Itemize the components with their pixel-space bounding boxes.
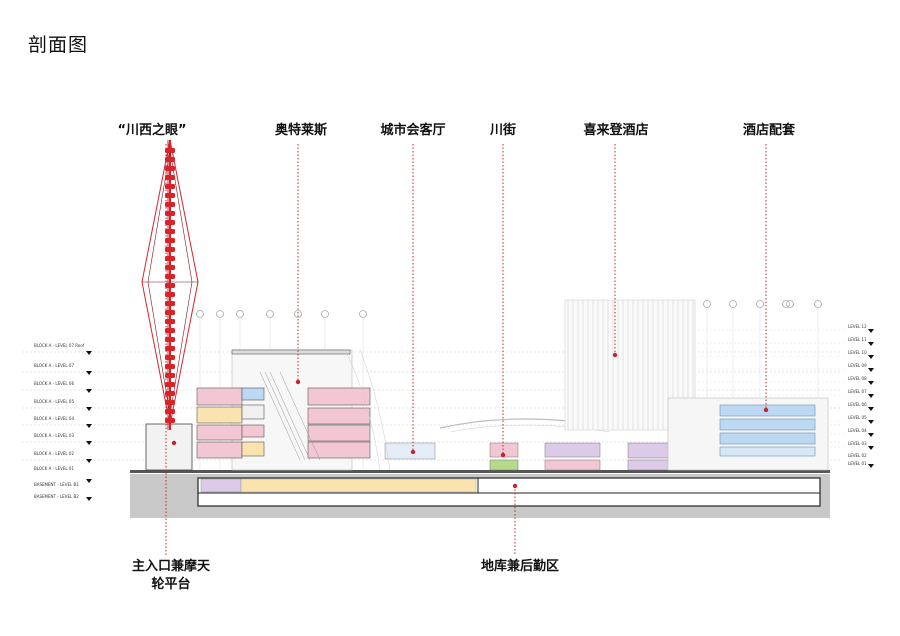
ferris-cabin — [165, 337, 175, 342]
level-label-a02: BLOCK A - LEVEL 02 — [34, 451, 74, 456]
ferris-cabin — [165, 175, 175, 180]
ferris-cabin — [165, 409, 175, 414]
leader-lines — [165, 144, 769, 555]
ferris-cabin — [165, 184, 175, 189]
level-label-a04: BLOCK A - LEVEL 04 — [34, 416, 74, 421]
right-level-02: LEVEL 02 — [848, 453, 867, 458]
ground-line — [130, 470, 830, 473]
ferris-cabin — [165, 400, 175, 405]
level-label-a07: BLOCK A - LEVEL 07 — [34, 363, 74, 368]
right-level-06: LEVEL 06 — [848, 402, 867, 407]
callout-main-entrance: 主入口兼摩天 轮平台 — [132, 558, 210, 594]
ferris-cabin — [165, 391, 175, 396]
level-markers — [86, 351, 92, 501]
ferris-cabin — [165, 166, 175, 171]
page-title: 剖面图 — [28, 34, 89, 56]
callout-main-entrance-line1: 主入口兼摩天 — [131, 559, 211, 574]
ferris-cabin — [165, 247, 175, 252]
callout-hotel-support: 酒店配套 — [742, 123, 796, 138]
level-label-b2: BASEMENT - LEVEL B2 — [34, 494, 79, 499]
ferris-cabin — [165, 292, 175, 297]
right-level-03: LEVEL 03 — [848, 441, 867, 446]
ferris-cabin — [165, 283, 175, 288]
ferris-cabin — [165, 310, 175, 315]
callout-basement-line1: 地库兼后勤区 — [480, 559, 560, 574]
ferris-cabin — [165, 265, 175, 270]
ferris-cabin — [165, 256, 175, 261]
hotel-support-block — [667, 397, 829, 471]
ferris-cabin — [165, 220, 175, 225]
right-level-09: LEVEL 09 — [848, 363, 867, 368]
ferris-cabin — [165, 319, 175, 324]
level-label-a05: BLOCK A - LEVEL 05 — [34, 399, 74, 404]
callout-ferris-wheel: “川西之眼” — [117, 123, 187, 138]
level-label-a06: BLOCK A - LEVEL 06 — [34, 381, 74, 386]
ferris-cabin — [165, 301, 175, 306]
right-level-05: LEVEL 05 — [848, 415, 867, 420]
right-level-04: LEVEL 04 — [848, 428, 867, 433]
callout-basement: 地库兼后勤区 — [481, 558, 559, 576]
right-level-11: LEVEL 11 — [848, 337, 867, 342]
right-level-12: LEVEL 12 — [848, 324, 867, 329]
level-label-a07-roof: BLOCK A - LEVEL 07 Roof — [34, 343, 85, 348]
ferris-cabin — [165, 382, 175, 387]
right-level-07: LEVEL 07 — [848, 389, 867, 394]
basement-b1-room-pink — [200, 478, 242, 493]
ferris-cabin — [165, 418, 175, 423]
basement-b1-room-yellow — [240, 478, 477, 493]
ferris-cabin — [165, 157, 175, 162]
callout-main-entrance-line2: 轮平台 — [151, 577, 191, 592]
ferris-cabin — [165, 211, 175, 216]
outlets-building — [196, 349, 371, 471]
level-label-b1: BASEMENT - LEVEL B1 — [34, 482, 79, 487]
entrance-podium — [145, 423, 193, 471]
ferris-cabin — [165, 193, 175, 198]
callout-chuan-street: 川街 — [489, 123, 517, 138]
ferris-cabin — [165, 373, 175, 378]
city-hall-pavilion — [344, 349, 436, 471]
ferris-cabin — [165, 238, 175, 243]
right-level-markers — [868, 329, 874, 468]
ferris-cabin — [165, 328, 175, 333]
right-level-08: LEVEL 08 — [848, 376, 867, 381]
ferris-cabin — [165, 364, 175, 369]
level-label-a01: BLOCK A - LEVEL 01 — [34, 466, 74, 471]
callout-sheraton: 喜来登酒店 — [583, 123, 649, 138]
ferris-cabin — [165, 202, 175, 207]
ferris-cabin — [165, 355, 175, 360]
ferris-cabin — [165, 346, 175, 351]
ferris-cabin — [165, 148, 175, 153]
right-level-01: LEVEL 01 — [848, 461, 867, 466]
callout-city-hall: 城市会客厅 — [380, 123, 446, 138]
ferris-cabin — [165, 229, 175, 234]
level-label-a03: BLOCK A - LEVEL 03 — [34, 433, 74, 438]
ferris-cabin — [165, 274, 175, 279]
callout-outlets: 奥特莱斯 — [274, 123, 328, 138]
ferris-cabins — [165, 148, 175, 423]
right-level-10: LEVEL 10 — [848, 350, 867, 355]
